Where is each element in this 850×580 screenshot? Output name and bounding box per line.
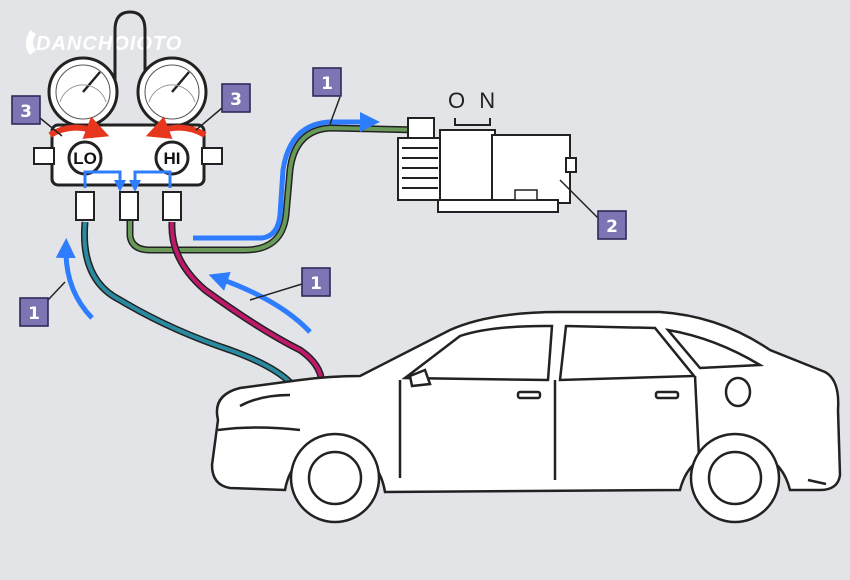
- pump-flow-arrow: [193, 112, 380, 241]
- pump-base: [437, 199, 559, 213]
- low-gauge-needle: [82, 71, 101, 93]
- pump-end-cap: [565, 157, 577, 173]
- high-pressure-gauge: [136, 56, 208, 128]
- high-side-hose: [169, 221, 324, 386]
- right-side-valve: [201, 147, 223, 165]
- callout-badge-hose-pump: 1: [312, 67, 342, 97]
- car-front-wheel: [289, 432, 381, 524]
- hanger-hook: [113, 10, 147, 100]
- service-hose: [128, 125, 421, 252]
- service-port-fitting: [119, 191, 139, 221]
- svg-text:1: 1: [321, 74, 333, 94]
- car-front-door-handle: [516, 390, 542, 400]
- svg-text:3: 3: [20, 102, 32, 122]
- left-side-valve: [33, 147, 55, 165]
- car-rear-door-handle: [654, 390, 680, 400]
- high-port-fitting: [162, 191, 182, 221]
- low-hose-flow-arrow: [55, 238, 94, 320]
- logo-text: DANCHOIOTO: [36, 33, 182, 55]
- pump-switch: [454, 118, 491, 126]
- pump-intake-fitting: [407, 117, 435, 141]
- svg-text:3: 3: [230, 90, 242, 110]
- svg-text:1: 1: [310, 274, 322, 294]
- high-gauge-needle: [171, 71, 190, 93]
- car-exhaust: [807, 478, 827, 486]
- car-side-mirror: [408, 368, 432, 388]
- callout-badge-hose-high: 1: [301, 267, 331, 297]
- site-logo: DANCHOIOTO: [26, 30, 182, 55]
- car-quarter-window: [664, 328, 765, 370]
- car-front-window: [401, 324, 554, 382]
- svg-text:2: 2: [606, 217, 618, 237]
- high-valve-knob: HI: [154, 140, 190, 176]
- low-valve-turn-arrow: [48, 116, 110, 139]
- flow-arrows: [55, 112, 380, 334]
- high-side-hose-outline: [168, 221, 326, 386]
- low-valve-label: LO: [73, 149, 97, 168]
- low-port-fitting: [75, 191, 95, 221]
- high-valve-turn-arrow: [145, 116, 207, 139]
- callout-badge-pump: 2: [597, 210, 627, 240]
- pump-cooling-fins: [402, 147, 438, 189]
- low-flow-arrow: [83, 170, 126, 192]
- callout-badge-valve-right: 3: [221, 83, 251, 113]
- low-valve-knob: LO: [67, 140, 103, 176]
- pump-switch-label: O N: [448, 88, 499, 113]
- pump-handle: [514, 189, 538, 201]
- high-valve-label: HI: [164, 149, 181, 168]
- pump-body: [439, 129, 496, 203]
- callout-badge-hose-low: 1: [19, 297, 49, 327]
- car-headlight: [239, 393, 291, 408]
- car-fuel-door: [724, 376, 752, 408]
- leader-lines: [39, 96, 599, 301]
- logo-mark-icon: [26, 30, 36, 55]
- car-rear-window: [558, 324, 697, 382]
- car-bumper-line: [217, 426, 301, 432]
- low-pressure-gauge: [47, 56, 119, 128]
- high-flow-arrow: [129, 170, 172, 192]
- car: [210, 310, 842, 524]
- low-side-hose: [82, 221, 297, 390]
- car-rear-wheel: [689, 432, 781, 524]
- high-hose-flow-arrow: [208, 271, 312, 334]
- manifold-gauge-set: LO HI: [33, 10, 223, 221]
- hoses: [80, 124, 421, 391]
- svg-text:1: 1: [28, 304, 40, 324]
- vacuum-pump: O N: [397, 88, 577, 213]
- callout-badge-valve-left: 3: [11, 95, 41, 125]
